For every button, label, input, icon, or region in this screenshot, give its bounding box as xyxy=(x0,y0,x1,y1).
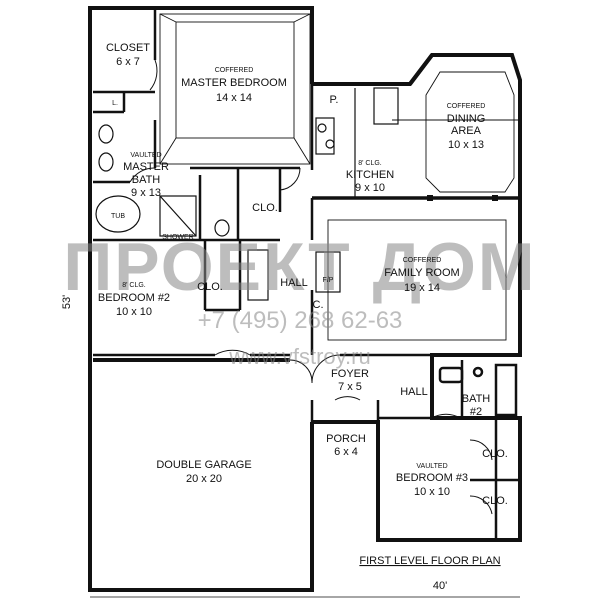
porch-dim: 6 x 4 xyxy=(334,446,358,458)
shower-fixture xyxy=(159,195,197,237)
sink-fixture xyxy=(373,87,399,125)
lower-hall-label: HALL xyxy=(400,386,428,398)
hall-closet-label: CLO. xyxy=(252,202,278,214)
shower-label: SHOWER xyxy=(162,234,194,241)
garage-dim: 20 x 20 xyxy=(186,473,222,485)
fixtures xyxy=(95,87,399,301)
watermark-url: www.vfstroy.ru xyxy=(228,344,370,369)
ceiling-lines xyxy=(159,13,520,341)
bedroom3-label: BEDROOM #3 xyxy=(396,472,468,484)
master-bath-label-1: MASTER xyxy=(123,161,169,173)
tub-label: TUB xyxy=(111,213,125,220)
door-swings xyxy=(129,59,493,515)
depth-dimension: 53' xyxy=(61,295,73,309)
kitchen-dim: 9 x 10 xyxy=(355,182,385,194)
bedroom3-dim: 10 x 10 xyxy=(414,486,450,498)
fireplace-label: F/P xyxy=(323,277,334,284)
plan-caption: FIRST LEVEL FLOOR PLAN xyxy=(359,555,500,567)
bedroom3-closet-a-label: CLO. xyxy=(482,448,508,460)
columns xyxy=(427,195,498,201)
watermark: ПРОЕКТ ДОМ +7 (495) 268 62-63 www.vfstro… xyxy=(63,229,536,369)
linen-label: L. xyxy=(112,100,118,107)
coat-closet-label: C. xyxy=(313,299,324,311)
bath2-number: #2 xyxy=(470,406,482,418)
kitchen-note: 8' CLG. xyxy=(358,160,382,167)
dining-label-1: DINING xyxy=(447,113,486,125)
closet-label: CLOSET xyxy=(106,42,150,54)
bedroom2-label: BEDROOM #2 xyxy=(98,292,170,304)
master-bath-dim: 9 x 13 xyxy=(131,187,161,199)
dining-note: COFFERED xyxy=(447,103,486,110)
master-bedroom-dim: 14 x 14 xyxy=(216,92,252,104)
dining-dim: 10 x 13 xyxy=(448,139,484,151)
fireplace-fixture xyxy=(315,251,341,293)
room-labels: CLOSET 6 x 7 COFFERED MASTER BEDROOM 14 … xyxy=(98,42,508,507)
watermark-brand: ПРОЕКТ ДОМ xyxy=(63,229,536,305)
master-bath-label-2: BATH xyxy=(132,174,161,186)
upper-hall-label: HALL xyxy=(280,277,308,289)
range-fixture xyxy=(315,117,335,155)
pantry-label: P. xyxy=(330,94,339,106)
bedroom2-closet-label: CLO. xyxy=(197,281,223,293)
tub-fixture xyxy=(95,195,141,233)
bedroom2-note: 8' CLG. xyxy=(122,282,146,289)
watermark-phone: +7 (495) 268 62-63 xyxy=(198,307,403,334)
closet-dim: 6 x 7 xyxy=(116,56,140,68)
dining-label-2: AREA xyxy=(451,125,482,137)
foyer-label: FOYER xyxy=(331,368,369,380)
bedroom3-closet-b-label: CLO. xyxy=(482,495,508,507)
bath2-label: BATH xyxy=(462,393,491,405)
porch-label: PORCH xyxy=(326,433,366,445)
family-room-note: COFFERED xyxy=(403,257,442,264)
bedroom2-dim: 10 x 10 xyxy=(116,306,152,318)
master-bath-note: VAULTED xyxy=(130,152,161,159)
foyer-dim: 7 x 5 xyxy=(338,381,362,393)
family-room-label: FAMILY ROOM xyxy=(384,267,459,279)
master-bedroom-note: COFFERED xyxy=(215,67,254,74)
master-bedroom-label: MASTER BEDROOM xyxy=(181,77,287,89)
kitchen-label: KITCHEN xyxy=(346,169,394,181)
family-room-dim: 19 x 14 xyxy=(404,282,440,294)
bedroom3-note: VAULTED xyxy=(416,463,447,470)
width-dimension: 40' xyxy=(433,580,447,592)
garage-label: DOUBLE GARAGE xyxy=(156,459,251,471)
